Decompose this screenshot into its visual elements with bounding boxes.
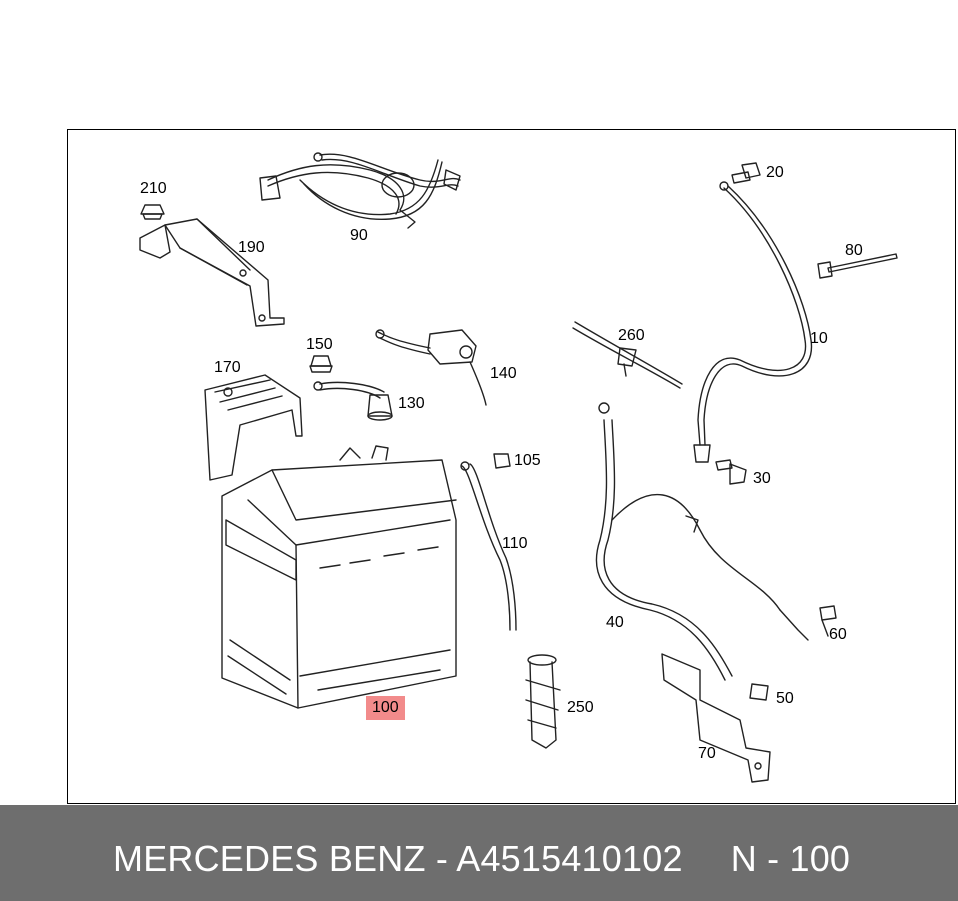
part-250-clip: [525, 654, 561, 749]
part-90-harness: [259, 152, 461, 229]
part-label-130: 130: [398, 395, 425, 412]
part-label-10: 10: [810, 330, 828, 347]
part-label-110: 110: [502, 535, 528, 552]
footer-bar: [0, 805, 958, 901]
part-label-105: 105: [514, 452, 541, 469]
part-190-bracket: [139, 218, 285, 327]
part-label-250: 250: [567, 699, 594, 716]
part-label-170: 170: [214, 359, 241, 376]
part-260-tie: [572, 321, 683, 389]
part-110-strap: [460, 461, 517, 631]
footer-position-ref: N - 100: [730, 838, 851, 879]
parts-drawing: [139, 152, 898, 783]
part-label-80: 80: [845, 242, 863, 259]
part-50-bolt: [749, 683, 769, 701]
footer-brand-part: MERCEDES BENZ - A4515410102: [113, 838, 683, 879]
part-label-140: 140: [490, 365, 517, 382]
part-label-50: 50: [776, 690, 794, 707]
part-label-150: 150: [306, 336, 333, 353]
footer-caption: MERCEDES BENZ - A4515410102 N - 100: [113, 838, 850, 880]
part-140-clamp: [375, 329, 487, 406]
part-label-30: 30: [753, 470, 771, 487]
part-10-cable: [693, 181, 813, 463]
part-80-cable-tie: [817, 253, 898, 279]
part-label-100-highlighted: 100: [366, 696, 405, 720]
part-label-190: 190: [238, 239, 265, 256]
part-label-40: 40: [606, 614, 624, 631]
part-30-bolt: [715, 459, 747, 485]
part-label-260: 260: [618, 327, 645, 344]
part-70-bracket: [661, 653, 771, 783]
part-40-cable: [595, 402, 809, 681]
part-label-70: 70: [698, 745, 716, 762]
part-150-nut: [309, 355, 333, 373]
part-170-cover: [204, 374, 303, 481]
diagram-frame: [67, 129, 956, 804]
part-label-210: 210: [140, 180, 167, 197]
part-60-bolt: [819, 605, 837, 637]
part-label-60: 60: [829, 626, 847, 643]
part-20-bolt: [731, 162, 761, 184]
part-105-cap: [493, 453, 511, 469]
part-label-20: 20: [766, 164, 784, 181]
part-210-nut: [140, 204, 165, 220]
part-130-terminal: [313, 381, 393, 421]
part-label-90: 90: [350, 227, 368, 244]
part-100-battery: [221, 445, 457, 709]
